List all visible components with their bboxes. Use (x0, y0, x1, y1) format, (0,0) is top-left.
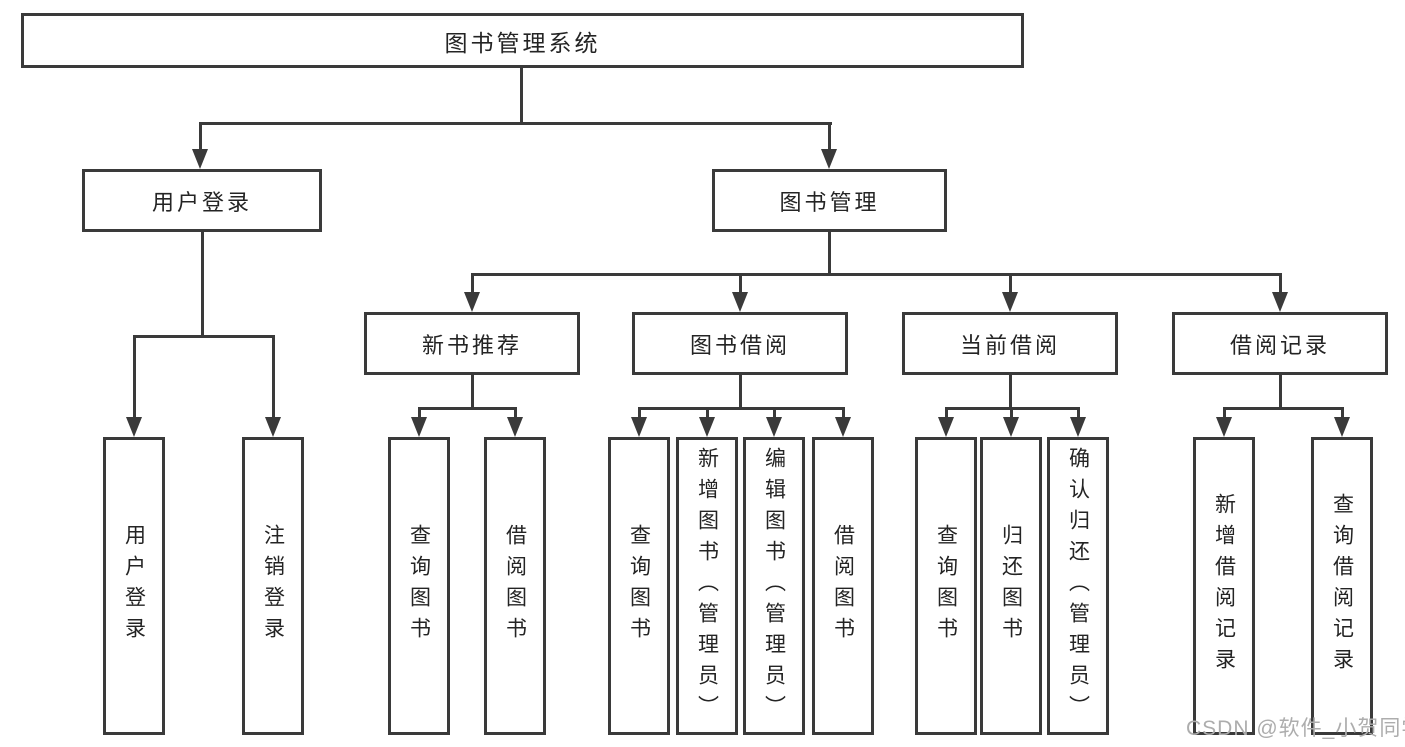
arrow-down-icon (126, 417, 142, 437)
connector-arrow-stem (1341, 407, 1344, 420)
node-current-borrowing: 当前借阅 (902, 312, 1118, 375)
arrow-down-icon (938, 417, 954, 437)
connector-mgmt-stem (828, 232, 831, 273)
connector-arrow-stem (638, 407, 641, 420)
connector-arrow-stem (945, 407, 948, 420)
connector-arrow-stem (773, 407, 776, 420)
connector-arrow-stem (133, 335, 136, 420)
arrow-down-icon (732, 292, 748, 312)
node-book-management: 图书管理 (712, 169, 947, 232)
arrow-down-icon (507, 417, 523, 437)
arrow-down-icon (835, 417, 851, 437)
node-library-system: 图书管理系统 (21, 13, 1024, 68)
leaf-current-query-books: 查询图书 (915, 437, 977, 735)
leaf-borrowing-edit-books-admin: 编辑图书（管理员） (743, 437, 805, 735)
connector-arrow-stem (272, 335, 275, 420)
connector-mgmt-rail (471, 273, 1281, 276)
connector-arrow-stem (706, 407, 709, 420)
leaf-current-return-books: 归还图书 (980, 437, 1042, 735)
connector-arrow-stem (1223, 407, 1226, 420)
connector-arrow-stem (828, 122, 831, 153)
leaf-current-confirm-return-admin: 确认归还（管理员） (1047, 437, 1109, 735)
arrow-down-icon (631, 417, 647, 437)
watermark: CSDN @软件_小贺同学 (1186, 717, 1405, 740)
connector-login-rail (133, 335, 274, 338)
arrow-down-icon (265, 417, 281, 437)
arrow-down-icon (1216, 417, 1232, 437)
connector-root-rail (199, 122, 832, 125)
leaf-borrowing-query-books: 查询图书 (608, 437, 670, 735)
connector-arrow-stem (1279, 273, 1282, 295)
connector-arrow-stem (739, 273, 742, 295)
connector-arrow-stem (1010, 407, 1013, 420)
arrow-down-icon (1272, 292, 1288, 312)
leaf-records-query-record: 查询借阅记录 (1311, 437, 1373, 735)
node-user-login: 用户登录 (82, 169, 322, 232)
leaf-recommend-query-books: 查询图书 (388, 437, 450, 735)
connector-arrow-stem (1077, 407, 1080, 420)
leaf-borrowing-add-books-admin: 新增图书（管理员） (676, 437, 738, 735)
arrow-down-icon (821, 149, 837, 169)
connector-current-stem (1009, 375, 1012, 407)
arrow-down-icon (1334, 417, 1350, 437)
connector-arrow-stem (842, 407, 845, 420)
connector-borrowing-rail (638, 407, 845, 410)
arrow-down-icon (411, 417, 427, 437)
connector-arrow-stem (471, 273, 474, 295)
arrow-down-icon (766, 417, 782, 437)
leaf-logout: 注销登录 (242, 437, 304, 735)
connector-arrow-stem (514, 407, 517, 420)
connector-arrow-stem (418, 407, 421, 420)
connector-root-stem (520, 68, 523, 122)
connector-records-stem (1279, 375, 1282, 407)
connector-records-rail (1223, 407, 1344, 410)
leaf-borrowing-borrow-books: 借阅图书 (812, 437, 874, 735)
node-book-borrowing: 图书借阅 (632, 312, 848, 375)
node-borrowing-records: 借阅记录 (1172, 312, 1388, 375)
connector-borrowing-stem (739, 375, 742, 407)
arrow-down-icon (192, 149, 208, 169)
node-new-book-recommend: 新书推荐 (364, 312, 580, 375)
connector-arrow-stem (199, 122, 202, 153)
leaf-user-login: 用户登录 (103, 437, 165, 735)
connector-arrow-stem (1009, 273, 1012, 295)
connector-login-stem (201, 232, 204, 335)
arrow-down-icon (1002, 292, 1018, 312)
arrow-down-icon (464, 292, 480, 312)
arrow-down-icon (1070, 417, 1086, 437)
connector-recommend-stem (471, 375, 474, 407)
leaf-records-add-record: 新增借阅记录 (1193, 437, 1255, 735)
arrow-down-icon (1003, 417, 1019, 437)
leaf-recommend-borrow-books: 借阅图书 (484, 437, 546, 735)
connector-recommend-rail (418, 407, 517, 410)
arrow-down-icon (699, 417, 715, 437)
